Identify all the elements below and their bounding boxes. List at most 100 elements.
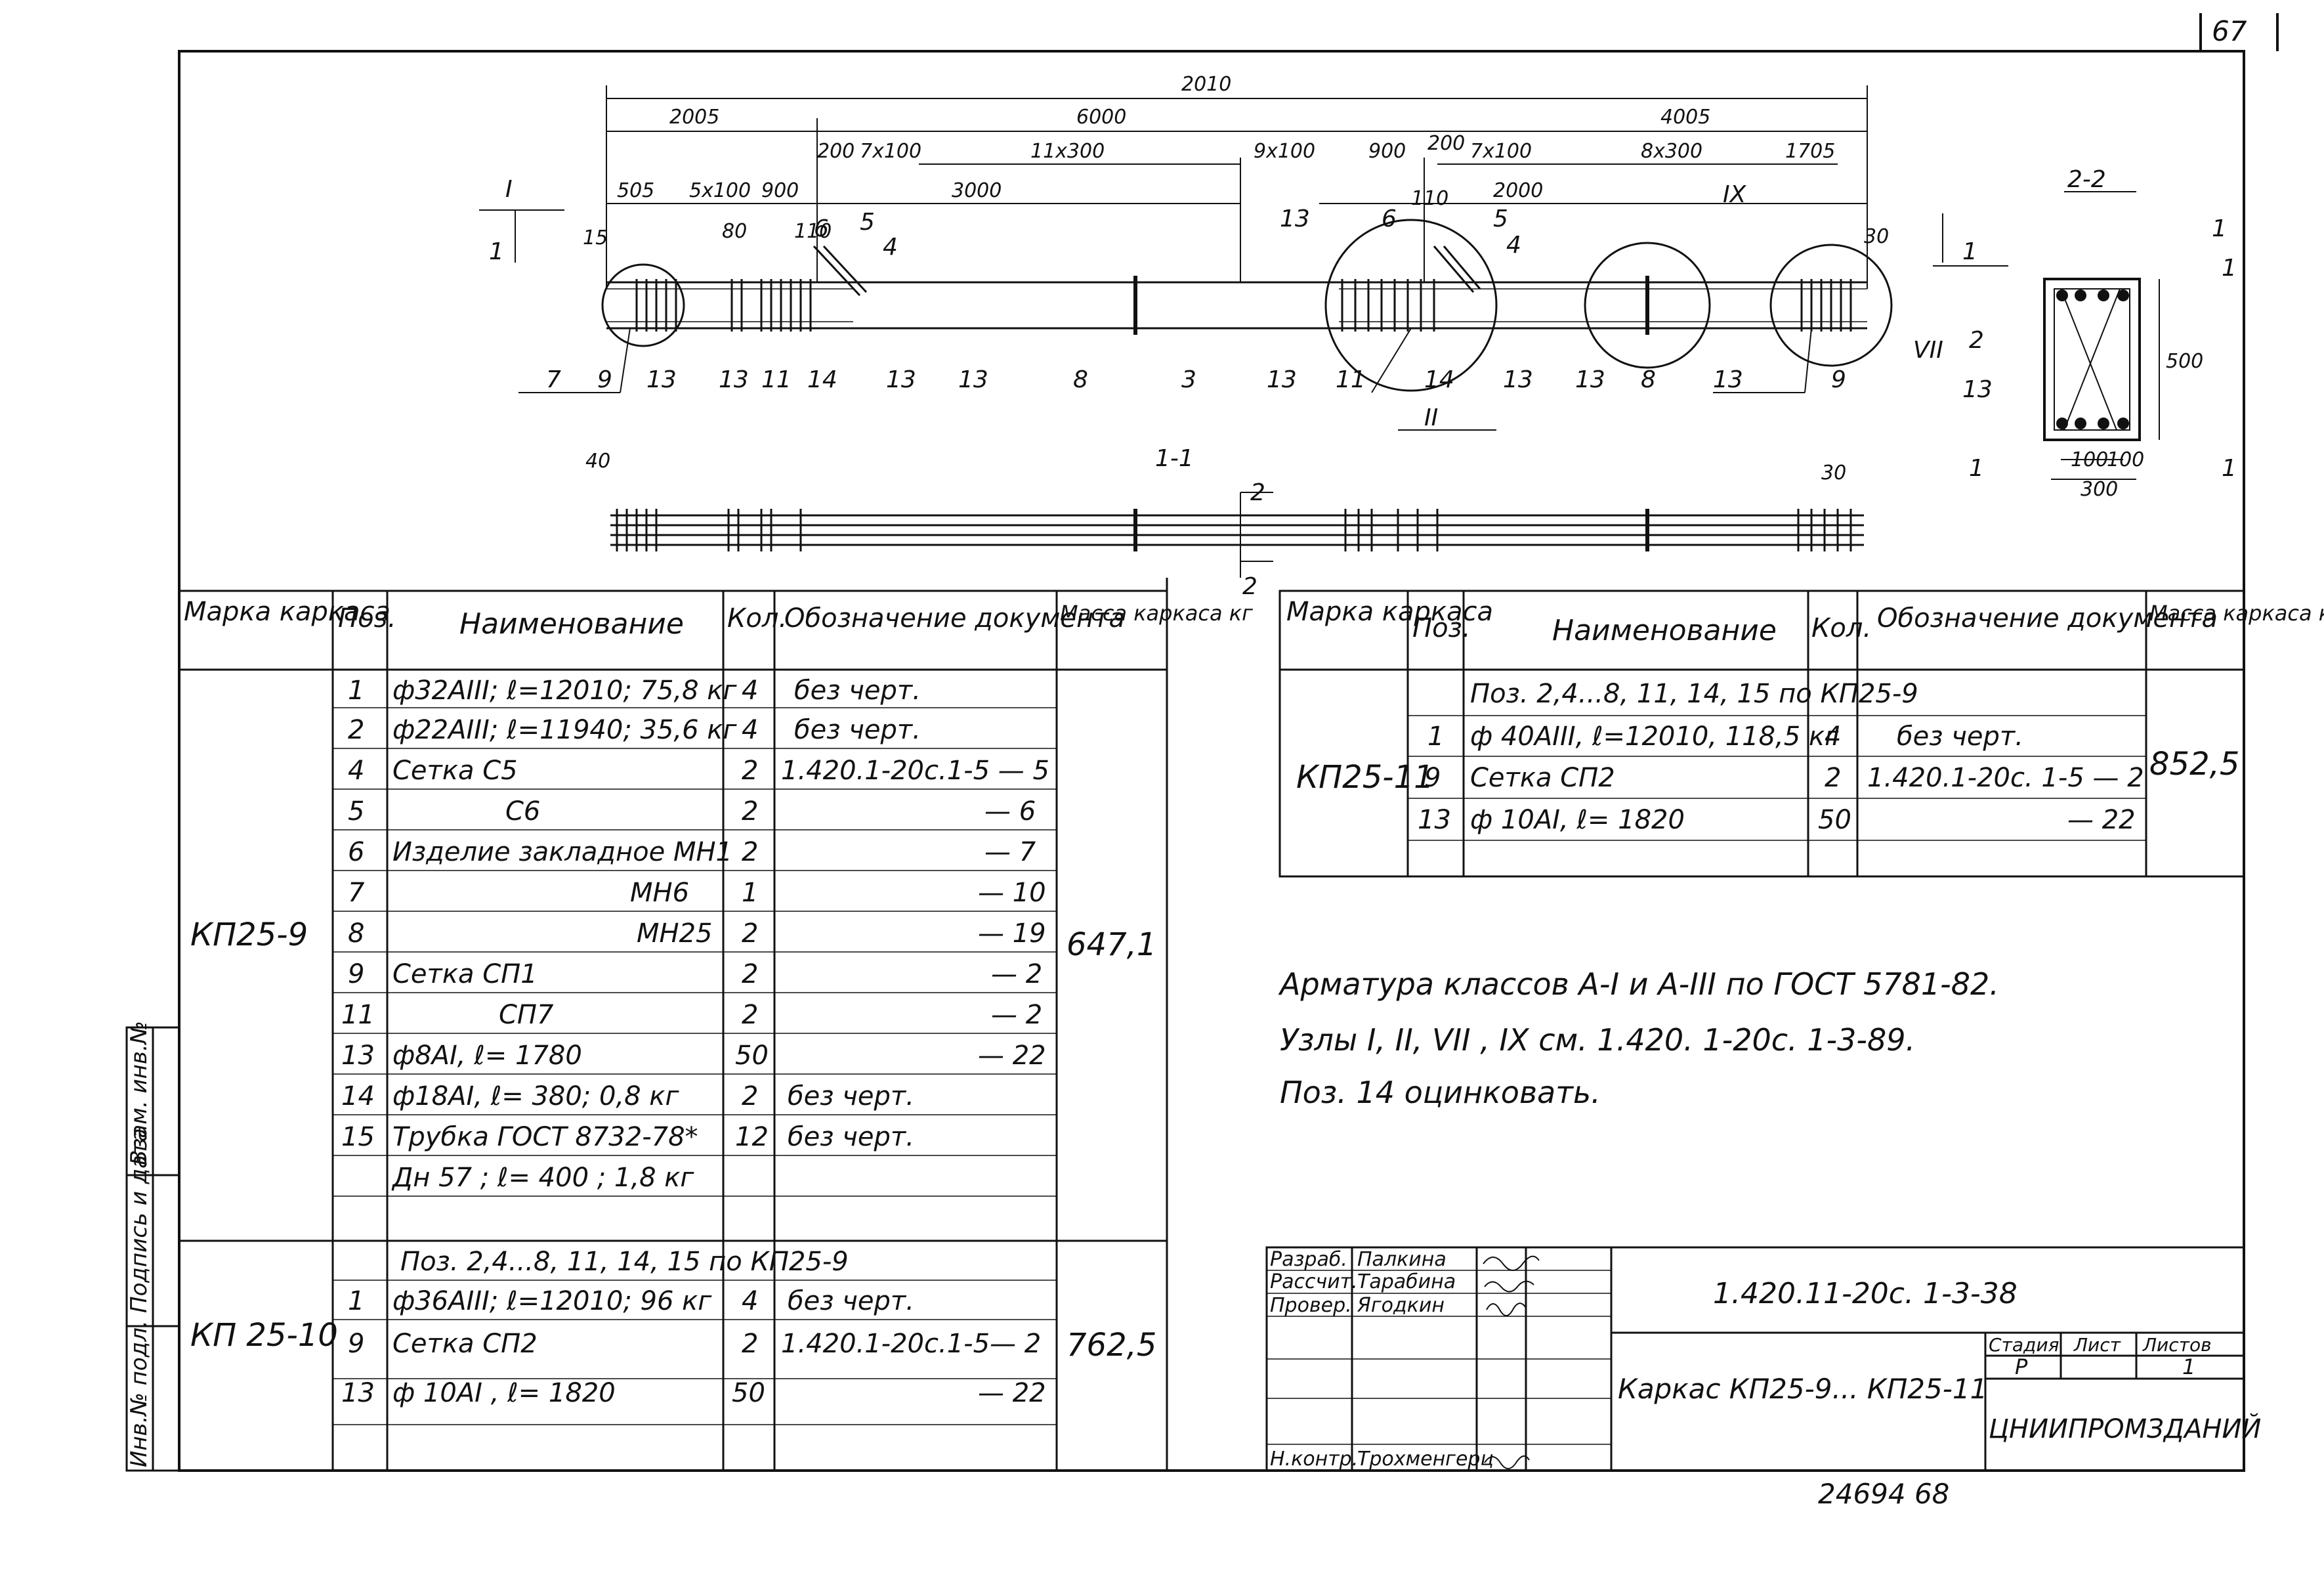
pos-8: 8 [1641,366,1656,393]
node-circle-II [1324,219,1498,392]
spec-table-left: Марка каркаса Поз. Наименование Кол. Обо… [178,590,1253,1472]
dim-200b: 200 [1427,132,1465,155]
table-cell-qty: 2 [742,1081,758,1111]
section-1-1-view: 1-1 40 30 [585,445,1864,600]
table-cell-doc: без черт. [788,1122,914,1152]
spec-left-header-pos: Поз. [338,603,396,634]
tb-stage: Р [2015,1354,2028,1379]
table-cell-doc: без черт. [788,1081,914,1111]
table-cell-pos: 13 [1418,805,1451,835]
table-cell-pos: 9 [348,1329,364,1359]
pos-13: 13 [1713,366,1743,393]
node-circles [601,219,1893,392]
tb-role-calculator: Рассчит. [1270,1270,1358,1293]
section-title-1-1: 1-1 [1155,445,1194,472]
table-cell-name: СП7 [499,1000,554,1030]
table-cell-qty: 12 [735,1122,769,1152]
node-circle-IX [1584,242,1711,369]
table-cell-name: С6 [505,796,540,827]
pos-13: 13 [1267,366,1297,393]
beam-bars [606,281,1867,330]
dim-7x100a: 7x100 [860,140,921,163]
tb-role-norm-control: Н.контр. [1270,1448,1358,1471]
signature-checker [1486,1303,1527,1316]
inclined-bars [813,245,1481,297]
section-2-2-w300: 300 [2081,478,2118,501]
table-cell-doc: — 22 [2067,805,2136,835]
table-cell-qty: 2 [1825,763,1841,793]
table-cell-pos: 4 [348,756,364,786]
spec-right-header-mark: Марка каркаса [1286,597,1493,627]
table-cell-doc: 1.420.1-20с. 1-5 — 2 [1867,763,2144,793]
table-cell-doc: — 7 [984,837,1036,867]
table-cell-name: ф 10АI , ℓ= 1820 [392,1378,616,1408]
table-cell-qty: 50 [1818,805,1851,835]
table-cell-qty: 2 [742,1329,758,1359]
section-2-2-callout-1b: 1 [1969,455,1984,482]
dim-total: 2010 [1181,73,1231,96]
stirrups [635,276,1852,335]
table-cell-qty: 2 [742,918,758,949]
spec-left-rows-kp25-10: Поз. 2,4...8, 11, 14, 15 по КП25-9 1 ф36… [341,1247,1046,1408]
tb-object-name: Каркас КП25-9... КП25-11 [1618,1373,1987,1405]
table-cell-doc: — 10 [978,878,1046,908]
table-cell-qty: 4 [1825,722,1841,752]
notes: Арматура классов А-I и А-III по ГОСТ 578… [1278,966,1999,1110]
dim-80: 80 [722,220,747,243]
dim-3000: 3000 [952,179,1002,202]
section-2-2-height: 500 [2166,350,2203,373]
tb-sheets-label: Листов [2142,1334,2212,1356]
tb-sheets: 1 [2182,1354,2195,1379]
spec-right-mark: КП25-11 [1296,759,1434,796]
spec-table-right: Марка каркаса Поз. Наименование Кол. Обо… [1278,590,2324,878]
dim-505: 505 [617,179,654,202]
table-cell-doc: без черт. [788,1286,914,1316]
signatures [1483,1255,1540,1469]
dim-middle: 6000 [1076,106,1126,129]
dim-30: 30 [1864,225,1889,248]
dim-8x300: 8x300 [1641,140,1702,163]
table-cell-qty: 1 [742,878,758,908]
dimension-lines [606,85,1868,289]
pos-3: 3 [1181,366,1196,393]
pos-14: 14 [1424,366,1454,393]
tb-sheet-label: Лист [2073,1334,2121,1356]
table-cell-qty: 2 [742,837,758,867]
pos-14: 14 [807,366,837,393]
table-cell-name: Поз. 2,4...8, 11, 14, 15 по КП25-9 [1470,679,1918,709]
table-cell-doc: без черт. [794,676,921,706]
spec-left-rows-kp25-9: 1 ф32АIII; ℓ=12010; 75,8 кг 4 без черт. … [341,676,1049,1193]
dim-11x300: 11x300 [1030,140,1105,163]
spec-right-header-name: Наименование [1552,614,1777,647]
pos-9: 9 [1831,366,1846,393]
table-cell-qty: 50 [732,1378,765,1408]
spec-left-header-name: Наименование [459,607,684,641]
table-cell-name: ф 40АIII, ℓ=12010, 118,5 кг [1470,722,1839,752]
elevation-view: 2010 2005 6000 4005 505 5x100 900 200 7x… [479,73,2008,431]
section-2-2-callout-1c: 1 [2222,455,2237,482]
table-cell-name: МН6 [630,878,689,908]
pos-13: 13 [719,366,749,393]
spec-left-mass-kp25-9: 647,1 [1067,926,1156,963]
dim-15: 15 [583,226,608,249]
table-cell-doc: без черт. [794,715,921,745]
pos-label-4a: 4 [883,234,898,261]
dim-900a: 900 [761,179,799,202]
table-cell-pos: 1 [348,1286,364,1316]
tb-role-developer: Разраб. [1270,1248,1347,1271]
node-circle-VII [1769,244,1893,367]
section-2-2-w100b: 100 [2107,448,2144,471]
pos-13: 13 [886,366,916,393]
table-cell-pos: 6 [348,837,364,867]
table-cell-name: Поз. 2,4...8, 11, 14, 15 по КП25-9 [400,1247,849,1277]
spec-right-header-pos: Поз. [1412,613,1471,643]
bottom-number: 24694 68 [1818,1478,1949,1510]
table-cell-name: ф32АIII; ℓ=12010; 75,8 кг [392,676,737,706]
dim-5x100: 5x100 [689,179,751,202]
spec-left-header-mass: Масса каркаса кг [1060,601,1253,626]
dim-9x100: 9x100 [1254,140,1315,163]
section-title-2-2: 2-2 [2067,166,2106,193]
table-cell-pos: 2 [348,715,364,745]
table-cell-name: Сетка СП2 [1470,763,1615,793]
tb-doc-code: 1.420.11-20с. 1-3-38 [1713,1277,2018,1310]
